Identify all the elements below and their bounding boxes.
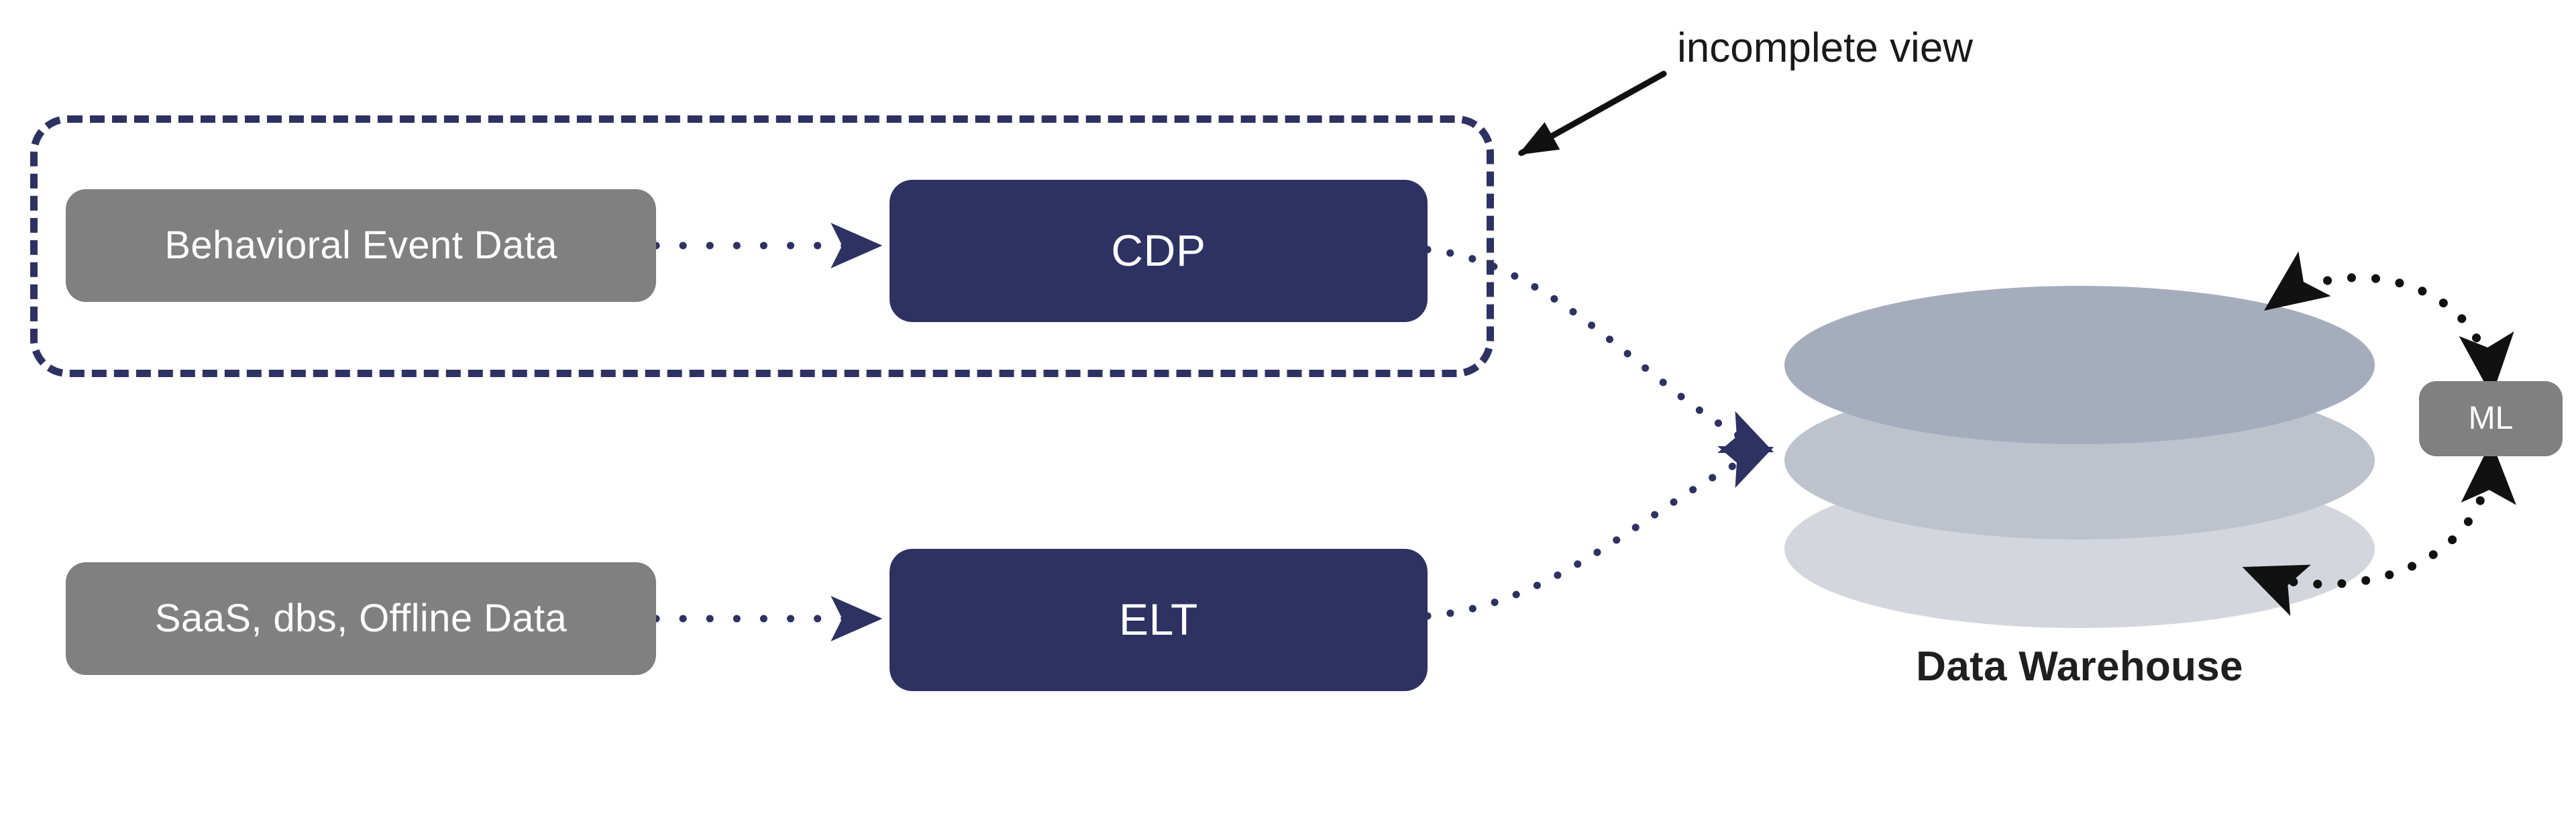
node-ml[interactable]: ML (2419, 381, 2563, 456)
node-cdp[interactable]: CDP (890, 180, 1428, 322)
node-saas-dbs-offline-data-label: SaaS, dbs, Offline Data (154, 596, 568, 640)
node-saas-dbs-offline-data[interactable]: SaaS, dbs, Offline Data (66, 562, 656, 675)
node-elt-label: ELT (1119, 594, 1198, 645)
node-behavioral-event-data[interactable]: Behavioral Event Data (66, 189, 656, 302)
incomplete-view-arrow-icon (1517, 70, 1667, 156)
node-ml-label: ML (2468, 400, 2514, 436)
node-cdp-label: CDP (1111, 225, 1206, 276)
edge-elt-to-warehouse (1424, 446, 1774, 620)
node-behavioral-event-data-label: Behavioral Event Data (164, 223, 557, 267)
warehouse-disc-top (1784, 286, 2375, 444)
node-elt[interactable]: ELT (890, 549, 1428, 691)
data-warehouse-label: Data Warehouse (1916, 643, 2243, 690)
incomplete-view-annotation-label: incomplete view (1677, 25, 1974, 71)
